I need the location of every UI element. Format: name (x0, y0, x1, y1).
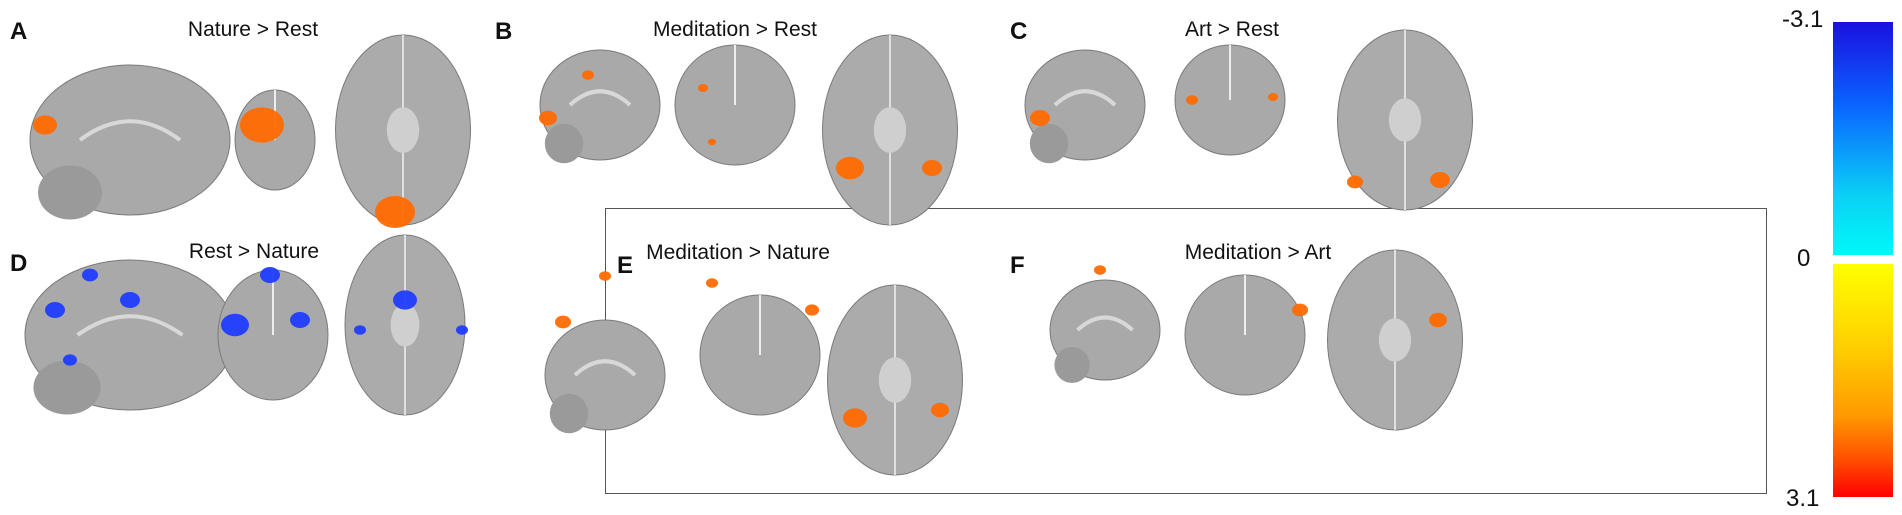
activation-cluster (1186, 95, 1198, 105)
activation-cluster (456, 325, 468, 335)
panel-title-f: Meditation > Art (1184, 241, 1332, 264)
panel-label-b: B (495, 18, 513, 45)
panel-label-c: C (1010, 18, 1028, 45)
panel-label-d: D (10, 250, 28, 277)
corpus-callosum (1076, 315, 1134, 332)
activation-cluster (1429, 312, 1447, 328)
ventricles (390, 303, 420, 347)
panel-title-d: Rest > Nature (188, 240, 320, 263)
colorbar-mid-label: 0 (1797, 245, 1811, 272)
ventricles (1388, 98, 1422, 142)
activation-cluster (836, 156, 864, 180)
activation-cluster (708, 138, 716, 146)
activation-cluster (1268, 93, 1278, 101)
activation-cluster (805, 304, 819, 316)
ventricles (873, 107, 907, 153)
activation-cluster (82, 268, 98, 282)
panel-title-c: Art > Rest (1185, 18, 1279, 41)
colorbar-max-label: 3.1 (1786, 485, 1820, 512)
cerebellum (33, 360, 101, 415)
activation-cluster (1430, 172, 1450, 188)
corpus-callosum (78, 119, 182, 142)
activation-cluster (1094, 265, 1106, 275)
ventricles (878, 357, 912, 403)
corpus-callosum (568, 89, 632, 107)
panel-title-a: Nature > Rest (187, 18, 319, 41)
panel-label-a: A (10, 18, 28, 45)
activation-cluster (45, 302, 65, 318)
activation-cluster (1347, 175, 1363, 189)
ventricles (386, 107, 420, 153)
colorbar-negative (1833, 22, 1893, 255)
activation-cluster (922, 160, 942, 176)
activation-cluster (63, 354, 77, 366)
activation-cluster (698, 84, 708, 92)
activation-cluster (393, 290, 417, 310)
panel-label-e: E (617, 252, 634, 279)
activation-cluster (375, 196, 415, 228)
panel-title-b: Meditation > Rest (652, 18, 818, 41)
colorbar-positive (1833, 264, 1893, 497)
corpus-callosum (76, 314, 184, 337)
activation-cluster (931, 402, 949, 418)
activation-cluster (1292, 303, 1308, 317)
panel-title-e: Meditation > Nature (646, 241, 830, 264)
corpus-callosum (1053, 89, 1117, 107)
activation-cluster (539, 110, 557, 126)
activation-cluster (290, 312, 310, 328)
activation-cluster (354, 325, 366, 335)
activation-cluster (120, 292, 140, 308)
colorbar-min-label: -3.1 (1782, 6, 1824, 33)
activation-cluster (240, 107, 284, 143)
activation-cluster (706, 278, 718, 288)
activation-cluster (33, 115, 57, 135)
cerebellum (544, 123, 584, 164)
cerebellum (1029, 123, 1069, 164)
corpus-callosum (573, 359, 637, 377)
cerebellum (38, 165, 102, 220)
activation-cluster (260, 267, 280, 283)
activation-cluster (582, 70, 594, 80)
activation-cluster (1030, 110, 1050, 126)
ventricles (1378, 318, 1412, 362)
activation-cluster (221, 313, 249, 337)
panel-label-f: F (1010, 252, 1025, 279)
activation-cluster (599, 271, 611, 281)
activation-cluster (843, 408, 867, 428)
cerebellum (549, 393, 589, 434)
cerebellum (1054, 347, 1090, 383)
activation-cluster (555, 315, 571, 329)
